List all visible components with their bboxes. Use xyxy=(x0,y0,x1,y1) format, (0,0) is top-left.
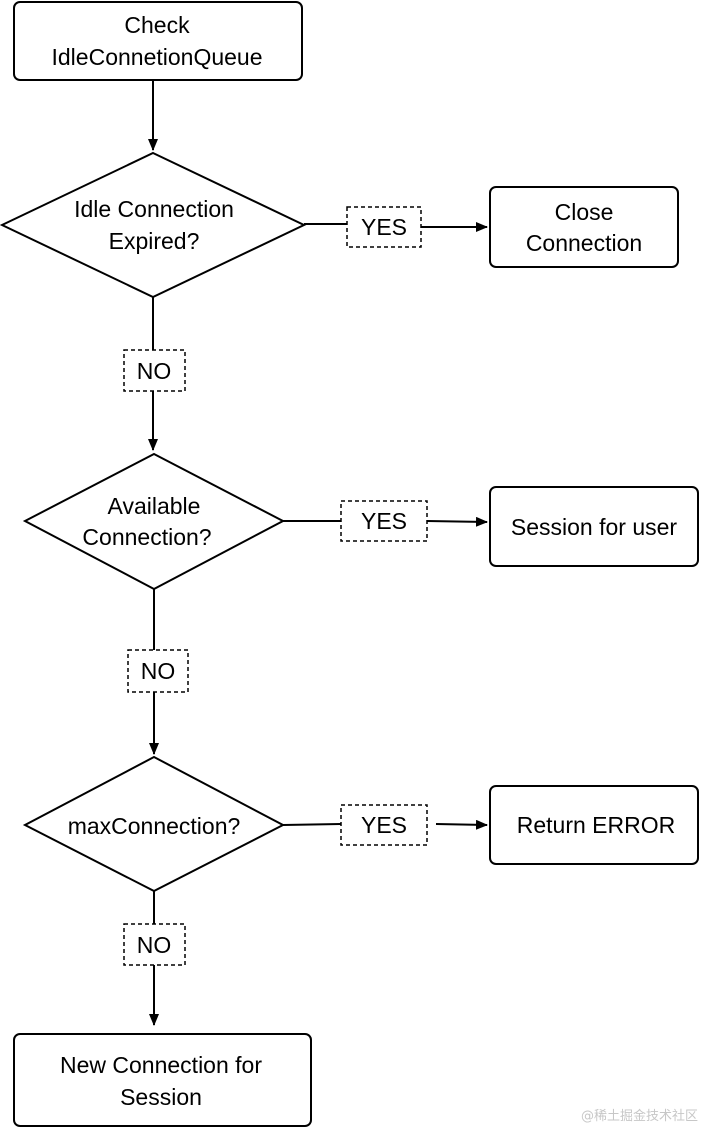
close-connection-line-1: Close xyxy=(555,199,614,225)
edge-max-yes-b xyxy=(435,819,488,830)
available-decision-line-1: Available xyxy=(108,493,201,519)
return-error-node: Return ERROR xyxy=(489,785,699,865)
session-for-user-node: Session for user xyxy=(489,486,699,567)
edge-available-yes-b xyxy=(426,516,488,527)
edge-label-max-no: NO xyxy=(123,923,186,966)
available-decision-node: Available Connection? xyxy=(22,452,286,591)
edge-label-expired-yes-text: YES xyxy=(361,214,407,240)
close-connection-line-2: Connection xyxy=(526,230,642,256)
edge-label-expired-no-text: NO xyxy=(137,358,172,384)
expired-decision-line-1: Idle Connection xyxy=(74,196,234,222)
close-connection-node: Close Connection xyxy=(489,186,679,268)
expired-decision-line-2: Expired? xyxy=(109,228,200,254)
edge-label-available-no: NO xyxy=(127,649,189,693)
edge-label-available-no-text: NO xyxy=(141,658,176,684)
new-connection-line-2: Session xyxy=(120,1084,202,1110)
max-decision-line-1: maxConnection? xyxy=(68,813,241,839)
check-queue-node: Check IdleConnetionQueue xyxy=(13,1,303,81)
available-decision-line-2: Connection? xyxy=(82,524,211,550)
check-queue-line-1: Check xyxy=(124,12,190,38)
edge-label-expired-no: NO xyxy=(123,349,186,392)
watermark: @稀土掘金技术社区 xyxy=(581,1108,698,1124)
edge-label-max-yes-text: YES xyxy=(361,812,407,838)
return-error-line-1: Return ERROR xyxy=(517,812,675,838)
edge-label-max-yes: YES xyxy=(340,804,428,846)
edge-label-max-no-text: NO xyxy=(137,932,172,958)
edge-label-expired-yes: YES xyxy=(346,206,422,248)
edge-label-available-yes: YES xyxy=(340,500,428,542)
session-for-user-line-1: Session for user xyxy=(511,514,678,540)
edge-max-yes-a xyxy=(282,823,342,826)
new-connection-node: New Connection for Session xyxy=(13,1033,312,1127)
expired-decision-node: Idle Connection Expired? xyxy=(0,151,307,299)
check-queue-line-2: IdleConnetionQueue xyxy=(52,44,263,70)
max-decision-node: maxConnection? xyxy=(22,755,286,893)
edge-label-available-yes-text: YES xyxy=(361,508,407,534)
new-connection-line-1: New Connection for xyxy=(60,1052,262,1078)
